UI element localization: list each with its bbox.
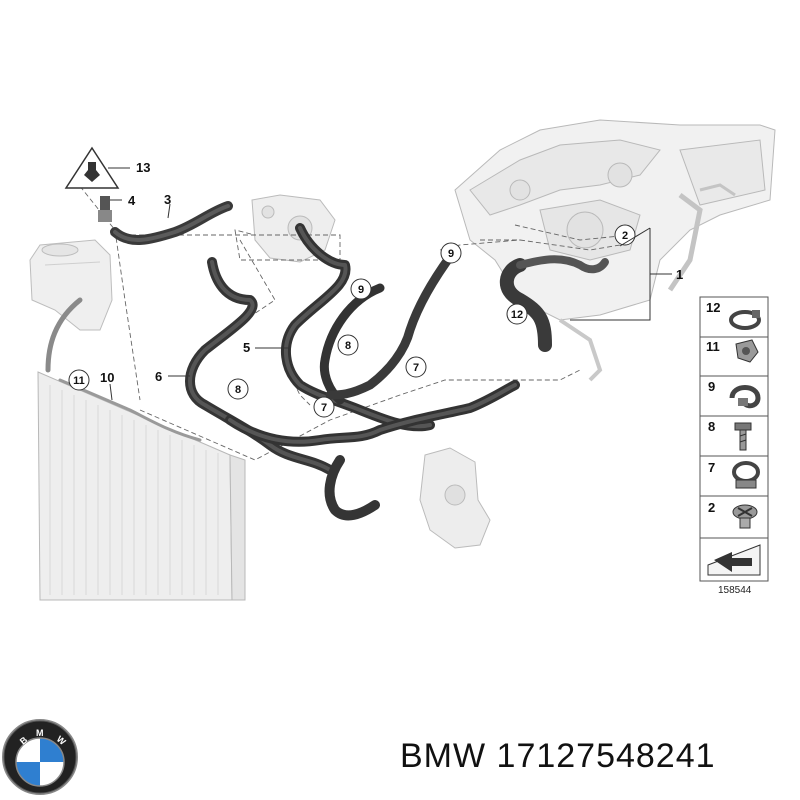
screw-icon: [734, 422, 752, 451]
callout-5: 5: [243, 340, 290, 355]
callout-7b: 7: [405, 356, 427, 378]
callout-4: 4: [110, 193, 136, 208]
part-label: BMW 17127548241: [400, 737, 716, 775]
callout-9a: 9: [350, 278, 372, 300]
thermostat-housing: [419, 447, 491, 549]
svg-text:12: 12: [511, 309, 523, 321]
callout-6: 6: [155, 369, 190, 384]
svg-text:4: 4: [128, 193, 136, 208]
svg-text:9: 9: [358, 284, 364, 296]
svg-text:9: 9: [708, 379, 715, 394]
callout-10: 10: [100, 370, 114, 401]
radiator: [37, 371, 246, 601]
callout-1: 1: [570, 227, 683, 321]
svg-text:12: 12: [706, 300, 720, 315]
svg-text:8: 8: [708, 419, 715, 434]
callout-12: 12: [506, 303, 528, 325]
svg-text:10: 10: [100, 370, 114, 385]
callout-9b: 9: [440, 242, 462, 264]
svg-text:2: 2: [708, 500, 715, 515]
parts-legend: 12 11 9 8 7 2: [699, 296, 769, 582]
callout-13: 13: [108, 160, 150, 175]
svg-text:11: 11: [73, 375, 85, 387]
coolant-hoses: [45, 201, 609, 521]
callout-8a: 8: [337, 334, 359, 356]
callout-3: 3: [164, 192, 171, 219]
callout-11: 11: [68, 369, 90, 391]
svg-text:2: 2: [622, 230, 628, 242]
svg-text:9: 9: [448, 248, 454, 260]
svg-text:B: B: [18, 734, 30, 746]
bracket-clip-icon: [732, 461, 760, 489]
svg-text:5: 5: [243, 340, 250, 355]
svg-text:8: 8: [345, 340, 351, 352]
expansion-tank: [29, 239, 113, 331]
callout-8b: 8: [227, 378, 249, 400]
spring-clip-icon: [735, 339, 759, 363]
reference-number: 158544: [718, 585, 752, 596]
callout-2: 2: [614, 224, 636, 246]
svg-text:6: 6: [155, 369, 162, 384]
direction-arrow-icon: [707, 544, 761, 576]
warning-label-icon: [64, 146, 120, 189]
svg-text:7: 7: [708, 460, 715, 475]
svg-text:3: 3: [164, 192, 171, 207]
svg-text:8: 8: [235, 384, 241, 396]
collar-screw-icon: [732, 504, 758, 529]
svg-text:M: M: [36, 728, 44, 738]
svg-text:11: 11: [706, 339, 720, 354]
sensor-connector: [98, 196, 112, 222]
hose-12: [499, 258, 552, 352]
svg-text:7: 7: [413, 362, 419, 374]
bmw-logo: B M W: [2, 719, 78, 795]
hose-clip-icon: [729, 385, 761, 409]
callout-7a: 7: [313, 396, 335, 418]
svg-text:1: 1: [676, 267, 683, 282]
hose-clamp-icon: [729, 310, 761, 330]
svg-text:13: 13: [136, 160, 150, 175]
svg-text:7: 7: [321, 402, 327, 414]
